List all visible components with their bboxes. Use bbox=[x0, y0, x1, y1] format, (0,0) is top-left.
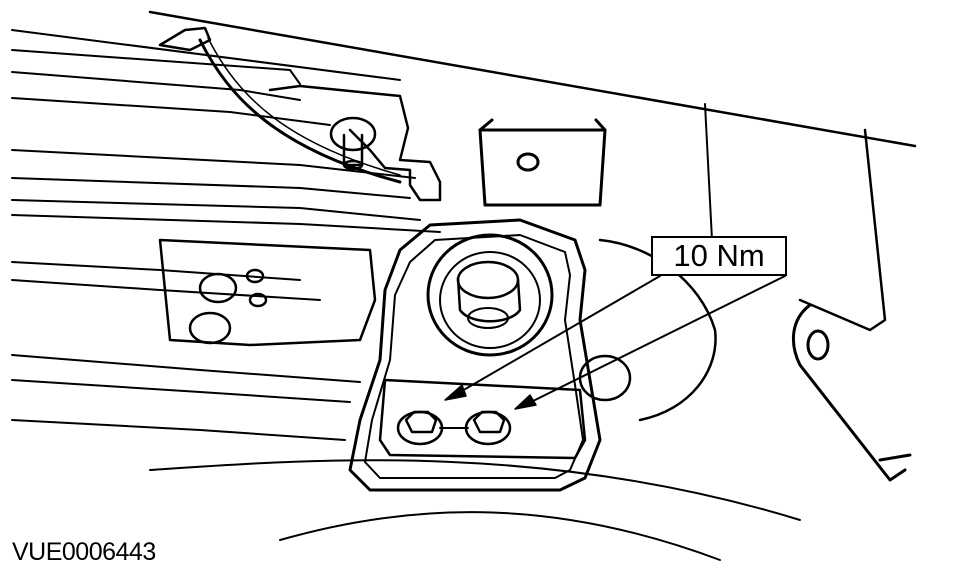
crossmember-rails bbox=[11, 29, 441, 441]
mounting-bracket bbox=[348, 218, 602, 492]
right-hook bbox=[791, 303, 912, 482]
bolt-left bbox=[396, 410, 444, 446]
rail-plate bbox=[158, 238, 377, 347]
cable-inner bbox=[207, 37, 401, 176]
bolt-right bbox=[464, 410, 512, 446]
figure-id: VUE0006443 bbox=[12, 538, 156, 566]
upper-tab-bracket bbox=[478, 118, 607, 207]
callout-arrows bbox=[454, 275, 786, 406]
arrow-head-right bbox=[514, 394, 537, 410]
cable bbox=[198, 38, 402, 184]
lower-arc-1 bbox=[149, 459, 801, 521]
body-panel-edge bbox=[148, 10, 917, 148]
rail-bracket bbox=[268, 84, 442, 202]
body-panel-right-edge bbox=[798, 128, 887, 332]
body-panel-vertical bbox=[704, 103, 713, 241]
torque-callout: 10 Nm bbox=[651, 236, 787, 276]
lower-arc-2 bbox=[279, 511, 721, 561]
arrow-head-left bbox=[444, 384, 467, 401]
cable-end-connector bbox=[158, 26, 212, 52]
